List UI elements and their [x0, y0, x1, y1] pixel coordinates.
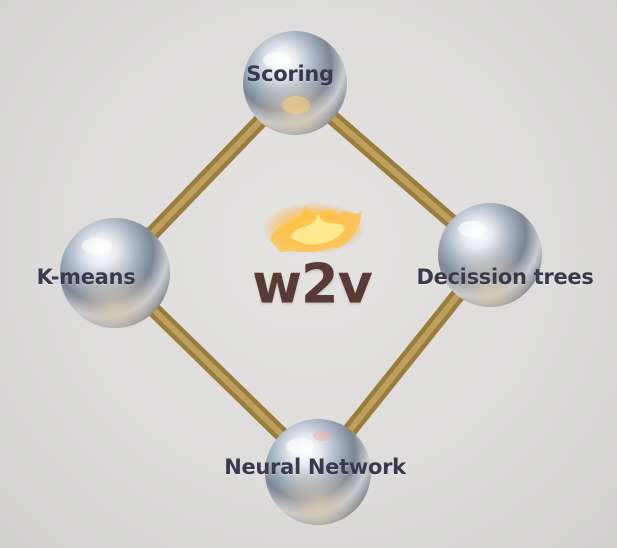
node-sphere-scoring[interactable]	[243, 31, 347, 135]
center-title: w2v	[252, 252, 373, 316]
flame-effect	[262, 202, 366, 254]
node-label-decision-trees: Decission trees	[416, 265, 594, 289]
node-sphere-decision-trees[interactable]	[438, 203, 542, 307]
node-sphere-neural-network[interactable]	[265, 419, 371, 525]
node-label-scoring: Scoring	[246, 62, 334, 86]
node-label-neural-network: Neural Network	[224, 455, 406, 479]
node-sphere-kmeans[interactable]	[60, 218, 170, 328]
node-label-kmeans: K-means	[36, 265, 136, 289]
